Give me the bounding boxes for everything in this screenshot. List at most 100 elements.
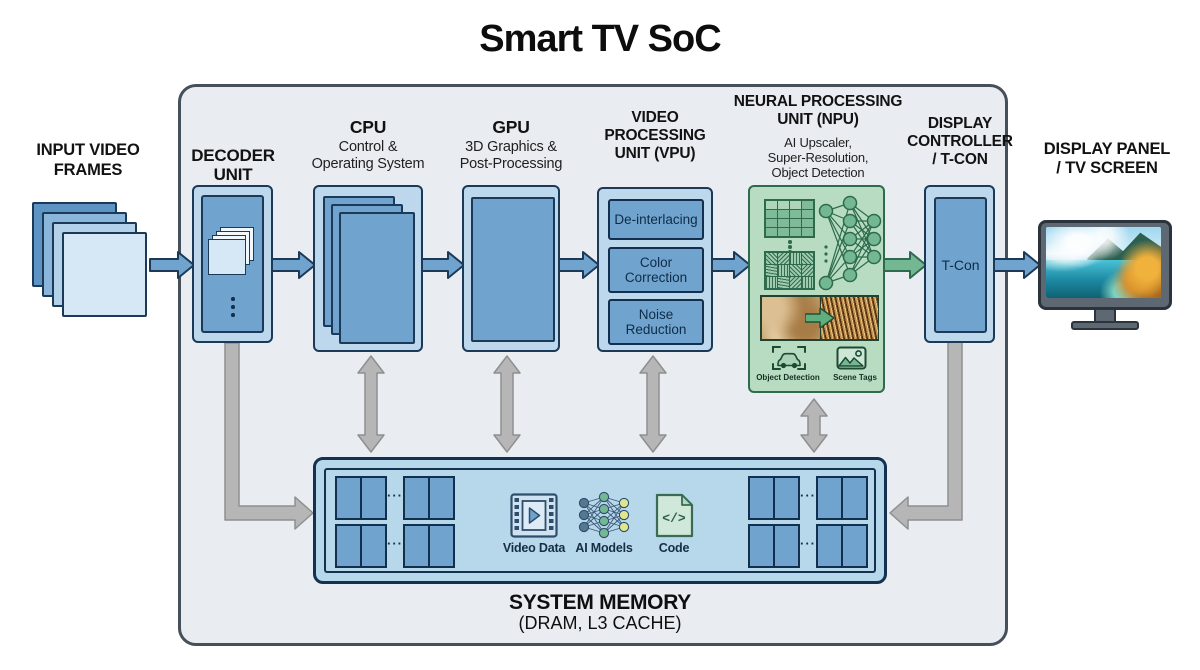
input-frames-stack: [30, 198, 155, 323]
grid-cell: [778, 210, 789, 218]
gpu-label: GPU: [492, 117, 530, 137]
vpu-stage-noise-reduction: Noise Reduction: [608, 299, 704, 345]
memory-bank: [403, 476, 455, 520]
tcon-chip-label: T-Con: [941, 257, 980, 273]
grid-cell: [790, 228, 801, 236]
code-label: Code: [658, 541, 690, 555]
stage-label: Noise Reduction: [625, 307, 687, 337]
grid-cell: [766, 210, 777, 218]
grid-cell: [766, 219, 777, 227]
grid-cell: [778, 201, 789, 209]
cpu-block: [313, 185, 423, 352]
label-line: DECODER: [191, 146, 275, 165]
system-memory-title: SYSTEM MEMORY: [508, 591, 691, 614]
label-line: NEURAL PROCESSING: [733, 93, 903, 110]
ellipsis-dot: [788, 245, 792, 249]
tv-screen: [1046, 227, 1161, 298]
grid-cell: [778, 277, 789, 288]
tcon-chip: T-Con: [934, 197, 987, 333]
system-memory-inner: [324, 468, 876, 573]
grid-cell: [802, 253, 813, 264]
code-glyph: </>: [662, 511, 686, 526]
npu-superres-arrow-icon: [805, 308, 834, 328]
memory-ellipsis: ···: [387, 536, 403, 551]
label-line: CONTROLLER: [907, 133, 1013, 150]
label-line: VIDEO: [631, 109, 679, 126]
grid-cell: [790, 253, 801, 264]
label-line: UNIT: [213, 164, 253, 184]
grid-cell: [778, 265, 789, 276]
video-frame: [62, 232, 147, 317]
memory-ellipsis: ···: [800, 536, 816, 551]
npu-label: NEURAL PROCESSING UNIT (NPU): [733, 93, 903, 128]
label-line: Post-Processing: [459, 155, 563, 172]
vpu-label: VIDEO PROCESSING UNIT (VPU): [585, 109, 725, 163]
ai-models-icon: [578, 491, 630, 539]
grid-cell: [802, 219, 813, 227]
label-line: DISPLAY: [927, 115, 993, 132]
label-line: INPUT VIDEO: [36, 141, 140, 159]
npu-sublabel: AI Upscaler, Super-Resolution, Object De…: [743, 135, 893, 180]
display-panel-label: DISPLAY PANEL / TV SCREEN: [1028, 140, 1186, 178]
tv-screen-foliage: [1046, 227, 1161, 298]
vpu-stage-deinterlacing: De-interlacing: [608, 199, 704, 240]
object-detection-icon: [772, 346, 806, 370]
npu-pattern-grid: [764, 251, 815, 290]
decoder-frame-stack: [203, 197, 262, 292]
vpu-stage-color-correction: Color Correction: [608, 247, 704, 293]
stage-label: Color Correction: [624, 255, 688, 285]
scene-tags-icon: [836, 346, 867, 370]
label-line: Operating System: [311, 155, 425, 172]
gpu-inner: [471, 197, 555, 342]
grid-cell: [778, 219, 789, 227]
decoder-inner: [201, 195, 264, 333]
grid-cell: [790, 219, 801, 227]
label-line: / TV SCREEN: [1056, 159, 1158, 177]
label-line: UNIT (NPU): [777, 110, 859, 128]
gpu-block: [462, 185, 560, 352]
grid-cell: [802, 265, 813, 276]
code-icon: </>: [655, 493, 694, 538]
display-controller-label: DISPLAY CONTROLLER / T-CON: [903, 115, 1017, 169]
label-line: Object Detection: [771, 165, 865, 180]
label-line: DISPLAY PANEL: [1043, 140, 1171, 158]
npu-block: Object Detection Scene Tags: [748, 185, 885, 393]
scene-tags-caption: Scene Tags: [833, 373, 877, 382]
label-line: FRAMES: [53, 160, 123, 179]
cpu-sublabel: Control & Operating System: [298, 139, 438, 172]
grid-cell: [778, 228, 789, 236]
grid-cell: [790, 265, 801, 276]
label-line: 3D Graphics &: [465, 139, 557, 155]
video-data-icon: [510, 493, 558, 538]
object-detection-caption: Object Detection: [756, 373, 820, 382]
system-memory-block: ··· ··· ··· ··· Video Data: [313, 457, 887, 584]
display-controller-block: T-Con: [924, 185, 995, 343]
ellipsis-dot: [231, 313, 235, 317]
grid-cell: [790, 277, 801, 288]
input-frames-label: INPUT VIDEO FRAMES: [8, 141, 168, 180]
memory-bank: [816, 476, 868, 520]
decoder-block: [192, 185, 273, 343]
label-line: UNIT (VPU): [614, 145, 696, 162]
cpu-core-layer: [339, 212, 415, 344]
memory-bank: [335, 524, 387, 568]
label-line: / T-CON: [932, 151, 988, 168]
vpu-block: De-interlacing Color Correction Noise Re…: [597, 187, 713, 352]
system-memory-subtitle: (DRAM, L3 CACHE): [518, 613, 682, 633]
ai-models-label: AI Models: [575, 541, 633, 555]
stage-label: De-interlacing: [614, 212, 698, 227]
memory-bank: [748, 476, 800, 520]
grid-cell: [802, 277, 813, 288]
ellipsis-dot: [231, 297, 235, 301]
label-line: Control &: [338, 139, 398, 155]
npu-feature-grid: [764, 199, 815, 238]
label-line: PROCESSING: [604, 127, 706, 144]
tv-stand-base: [1071, 321, 1139, 330]
label-line: AI Upscaler,: [784, 135, 852, 150]
grid-cell: [766, 265, 777, 276]
grid-cell: [802, 210, 813, 218]
decoded-frame: [208, 239, 246, 275]
grid-cell: [790, 201, 801, 209]
grid-cell: [790, 210, 801, 218]
tv-icon: [1038, 220, 1172, 332]
